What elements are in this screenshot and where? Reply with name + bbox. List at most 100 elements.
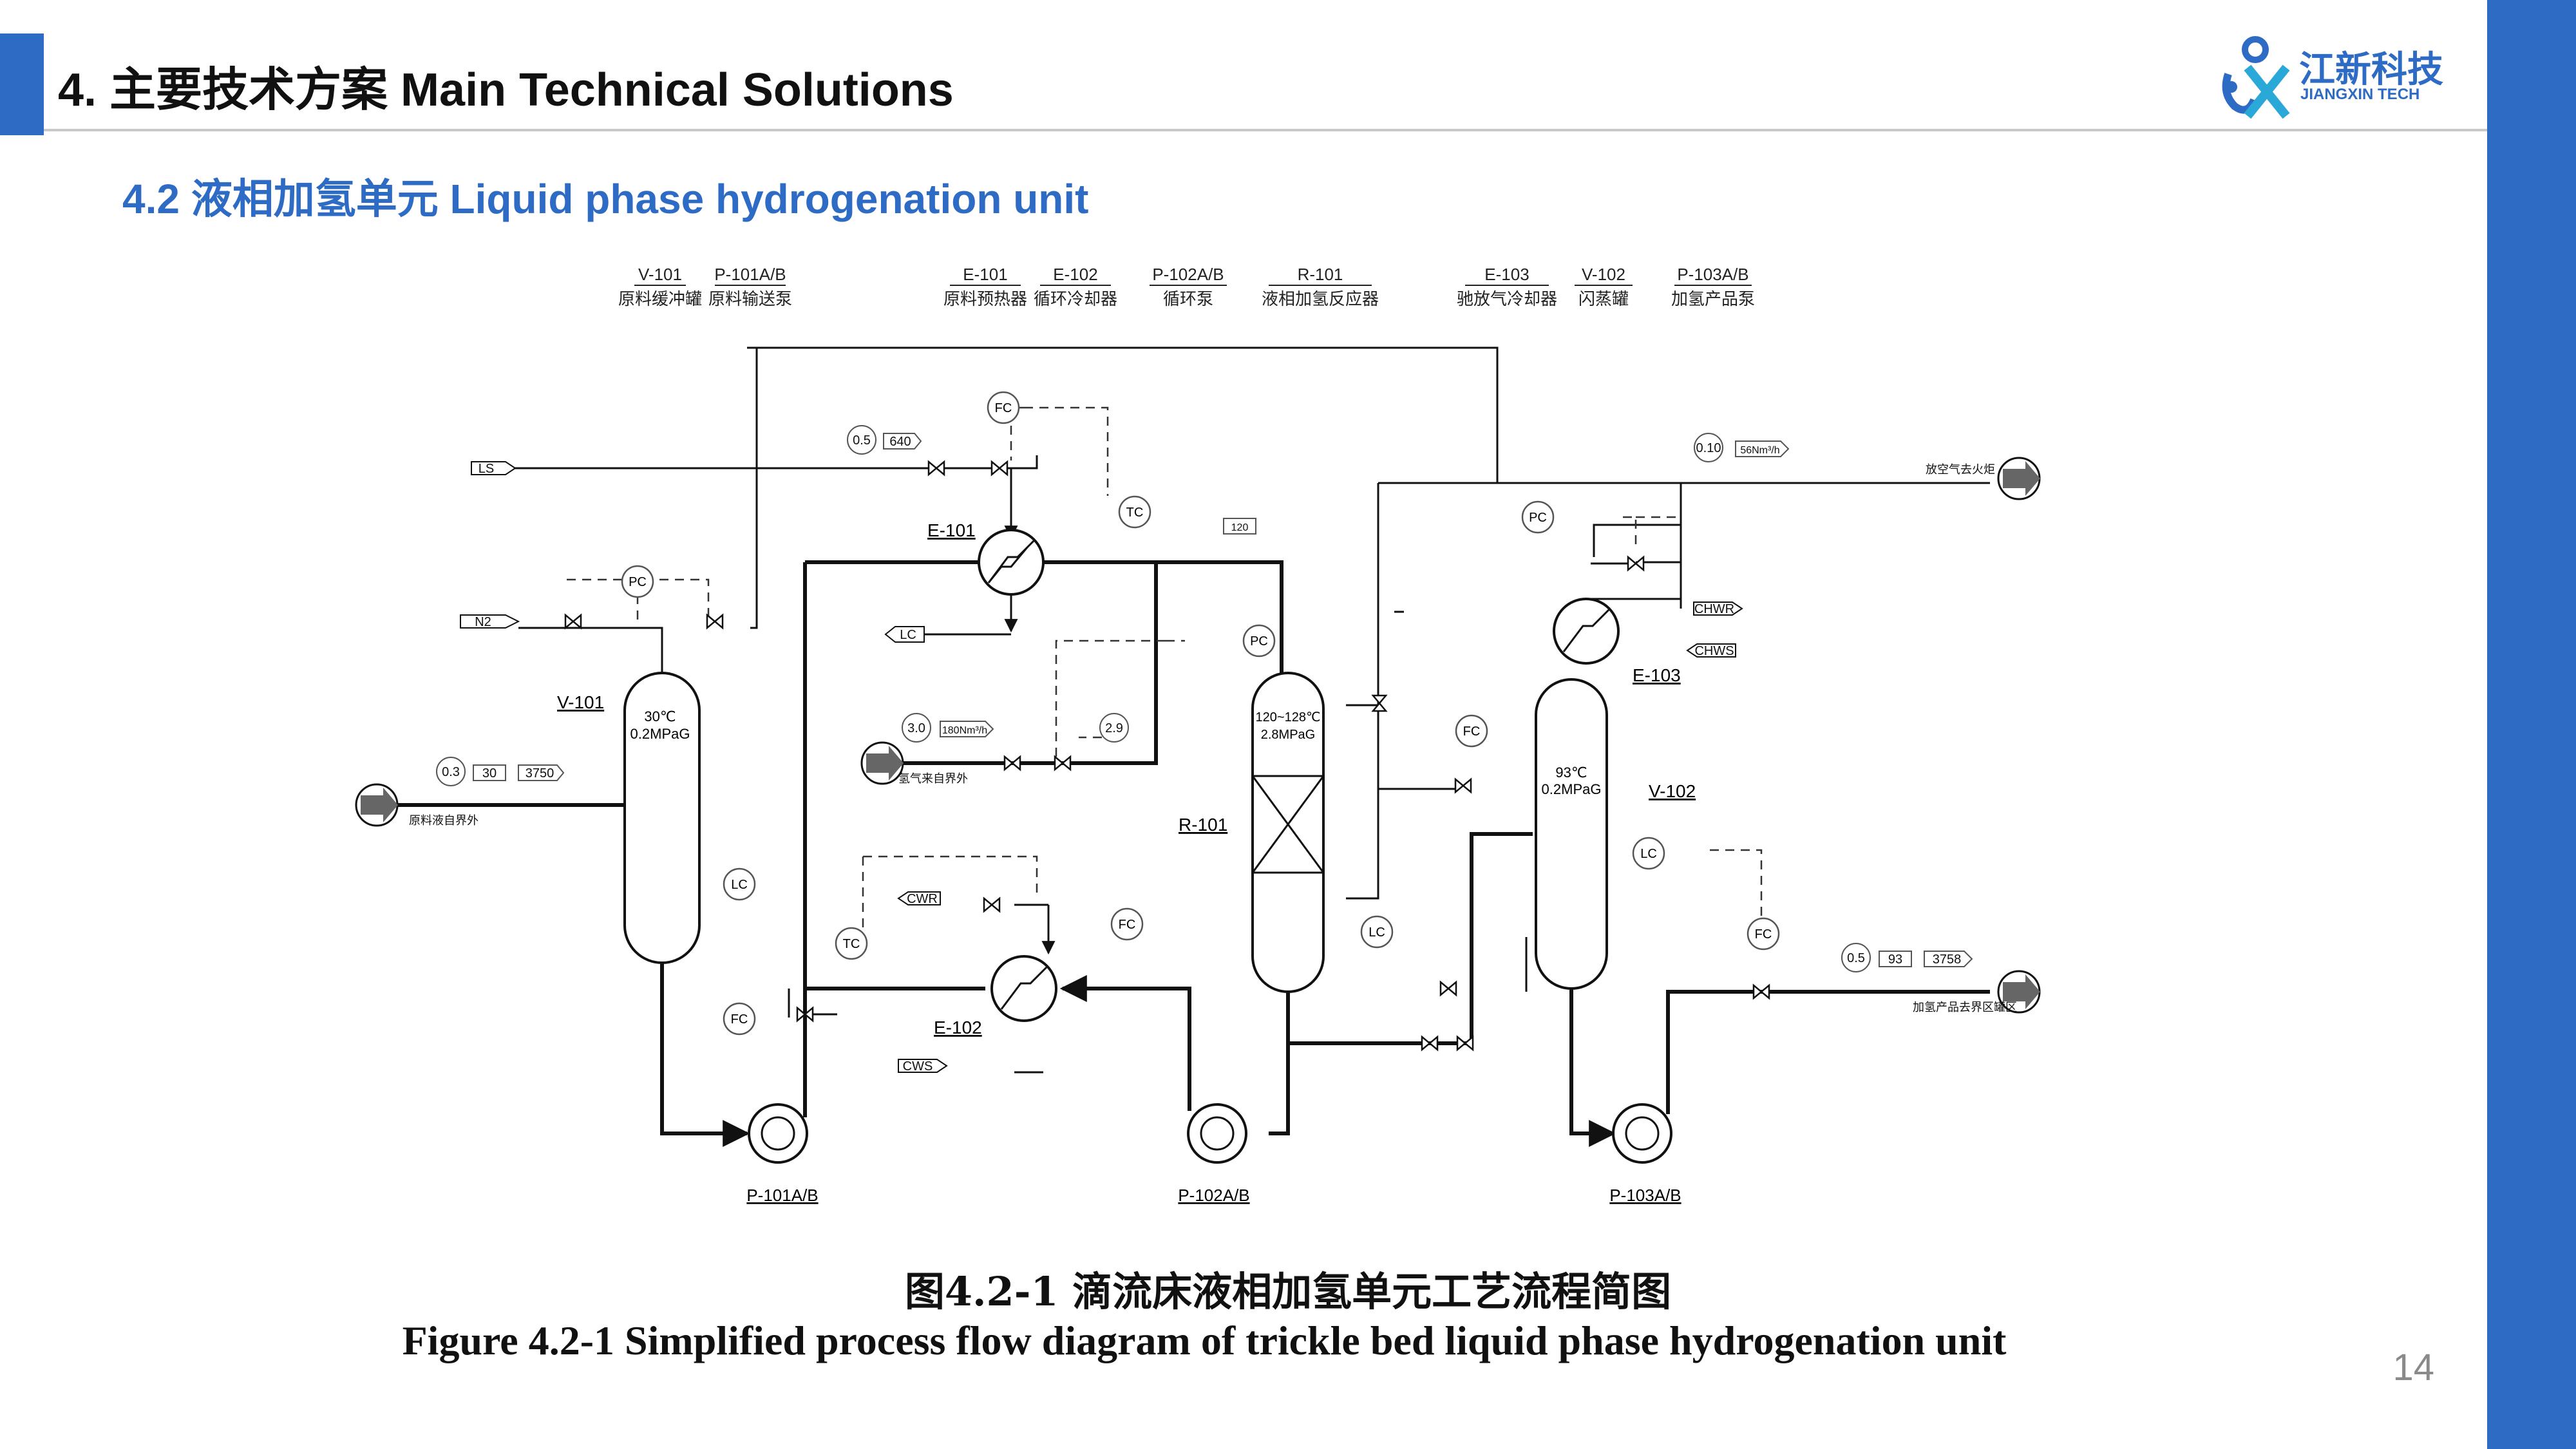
- jiangxin-logo-icon: [2222, 36, 2290, 119]
- svg-text:FC: FC: [1755, 927, 1772, 942]
- svg-text:R-101: R-101: [1179, 815, 1227, 835]
- tag-ls: LS: [471, 461, 516, 476]
- svg-text:原料输送泵: 原料输送泵: [708, 289, 792, 308]
- legend-e102: E-102 循环冷却器: [1034, 265, 1117, 308]
- tag-lc-out: LC: [884, 626, 925, 643]
- control-valves: [564, 460, 1770, 1052]
- svg-text:驰放气冷却器: 驰放气冷却器: [1457, 289, 1557, 308]
- svg-text:CWS: CWS: [903, 1059, 933, 1074]
- svg-text:PC: PC: [1529, 511, 1547, 525]
- thin-lines: [506, 346, 1990, 1074]
- tag-chwr: CHWR: [1693, 601, 1743, 616]
- hydrogen-inlet-icon: [860, 741, 904, 785]
- svg-text:CWR: CWR: [907, 892, 938, 906]
- pc-v102: PC: [1521, 500, 1555, 534]
- svg-text:E-102: E-102: [934, 1018, 982, 1037]
- left-accent-bar: [0, 33, 44, 135]
- legend-p102: P-102A/B 循环泵: [1150, 265, 1227, 308]
- svg-text:P-102A/B: P-102A/B: [1152, 265, 1224, 284]
- tc-e101: TC: [1118, 495, 1151, 529]
- svg-text:循环冷却器: 循环冷却器: [1034, 289, 1117, 308]
- svg-text:3758: 3758: [1933, 952, 1962, 967]
- svg-text:R-101: R-101: [1298, 265, 1343, 284]
- h2-flow: 180Nm³/h: [940, 721, 994, 737]
- page-number: 14: [2392, 1347, 2434, 1388]
- process-lines: [390, 560, 1990, 1147]
- h2-pressure: 3.0: [902, 713, 931, 743]
- svg-text:E-103: E-103: [1484, 265, 1529, 284]
- svg-text:0.5: 0.5: [1847, 951, 1865, 965]
- svg-text:LC: LC: [900, 628, 916, 642]
- pump-p103: P-103A/B: [1609, 1103, 1681, 1205]
- fc-e101: FC: [987, 391, 1020, 424]
- svg-text:LC: LC: [1640, 847, 1657, 861]
- stream-labels: 原料液自界外 氢气来自界外 放空气去火炬 加氢产品去界区罐区: [409, 463, 2017, 1014]
- svg-text:E-101: E-101: [963, 265, 1007, 284]
- svg-text:30: 30: [482, 766, 497, 781]
- svg-text:FC: FC: [995, 401, 1012, 415]
- svg-text:FC: FC: [731, 1012, 748, 1027]
- svg-text:PC: PC: [1250, 634, 1268, 649]
- legend-e101: E-101 原料预热器: [943, 265, 1027, 308]
- svg-text:液相加氢反应器: 液相加氢反应器: [1262, 289, 1379, 308]
- svg-text:2.9: 2.9: [1105, 721, 1123, 735]
- svg-text:0.10: 0.10: [1696, 441, 1721, 455]
- exchanger-e103: E-103: [1553, 598, 1681, 685]
- right-accent-bar: [2487, 0, 2576, 1449]
- tag-chws: CHWS: [1686, 643, 1736, 658]
- fc-p102: FC: [1110, 907, 1144, 941]
- fc-v102-in: FC: [1455, 714, 1488, 748]
- svg-text:放空气去火炬: 放空气去火炬: [1926, 463, 1995, 476]
- svg-text:FC: FC: [1119, 918, 1136, 932]
- instrument-bubbles: PC FC TC PC LC FC TC FC LC FC PC LC FC: [621, 391, 1780, 1036]
- svg-text:原料预热器: 原料预热器: [943, 289, 1027, 308]
- svg-text:TC: TC: [1126, 506, 1144, 520]
- svg-text:30℃: 30℃: [644, 708, 676, 724]
- product-flow: 3758: [1924, 951, 1973, 967]
- pump-p102: P-102A/B: [1178, 1103, 1250, 1205]
- svg-text:P-103A/B: P-103A/B: [1677, 265, 1748, 284]
- product-pressure: 0.5: [1841, 943, 1871, 972]
- svg-text:原料缓冲罐: 原料缓冲罐: [618, 289, 702, 308]
- boundary-connectors: [355, 457, 2041, 1014]
- svg-text:E-102: E-102: [1053, 265, 1097, 284]
- svg-text:循环泵: 循环泵: [1163, 289, 1213, 308]
- svg-text:56Nm³/h: 56Nm³/h: [1740, 445, 1779, 456]
- svg-text:PC: PC: [629, 575, 647, 589]
- vent-outlet-icon: [1997, 457, 2041, 500]
- control-signal-lines: [567, 406, 1763, 943]
- svg-text:93: 93: [1888, 952, 1902, 967]
- pc-v101: PC: [621, 565, 654, 598]
- svg-text:3.0: 3.0: [907, 721, 925, 735]
- logo-name: 江新科技: [2299, 49, 2443, 90]
- ls-pressure: 0.5: [847, 425, 876, 455]
- svg-text:120: 120: [1231, 522, 1249, 533]
- utility-tags: LS N2 LC CWR CWS CHWR CHWS: [460, 461, 1743, 1074]
- lc-r101: LC: [1360, 915, 1394, 949]
- pc-r101: PC: [1242, 624, 1276, 658]
- svg-text:E-101: E-101: [927, 520, 976, 540]
- section-subtitle: 4.2 液相加氢单元 Liquid phase hydrogenation un…: [122, 176, 1089, 222]
- product-outlet-icon: [1997, 970, 2041, 1014]
- svg-text:原料液自界外: 原料液自界外: [409, 814, 478, 827]
- svg-text:P-102A/B: P-102A/B: [1178, 1186, 1249, 1205]
- svg-text:TC: TC: [843, 937, 860, 951]
- svg-text:3750: 3750: [526, 766, 554, 781]
- feed-flow: 3750: [518, 764, 565, 781]
- tag-n2: N2: [460, 614, 520, 629]
- svg-text:0.2MPaG: 0.2MPaG: [630, 726, 690, 742]
- svg-text:LC: LC: [1368, 925, 1385, 940]
- page-title: 4. 主要技术方案 Main Technical Solutions: [58, 64, 954, 116]
- vessel-v102: 93℃ 0.2MPaG V-102: [1535, 678, 1696, 990]
- header-divider: [44, 129, 2487, 131]
- legend-r101: R-101 液相加氢反应器: [1262, 265, 1379, 308]
- feed-pressure: 0.3: [436, 757, 466, 786]
- tag-cwr: CWR: [897, 891, 941, 906]
- company-logo: 江新科技 JIANGXIN TECH: [2215, 35, 2486, 126]
- svg-text:LC: LC: [731, 878, 748, 892]
- svg-text:0.3: 0.3: [442, 765, 460, 779]
